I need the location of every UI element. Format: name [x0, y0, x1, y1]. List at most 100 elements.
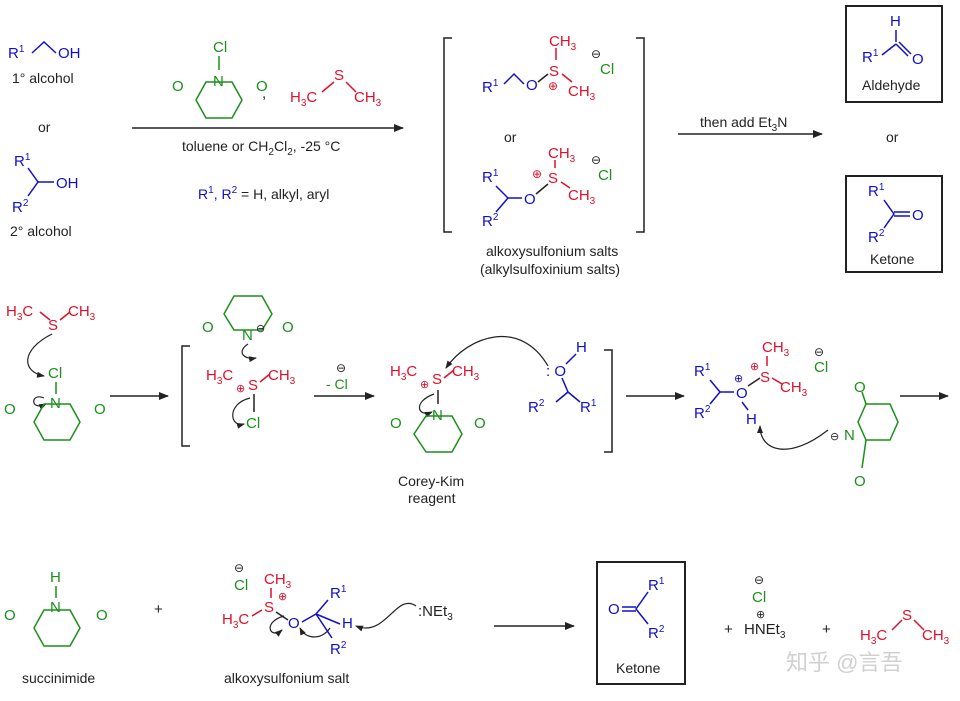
svg-text:H3C: H3C	[206, 367, 233, 387]
corey-kim-label-2: reagent	[408, 490, 456, 506]
svg-text:H: H	[576, 339, 587, 356]
svg-text:+: +	[822, 621, 831, 638]
svg-text:or: or	[504, 129, 517, 145]
svg-text:: O: : O	[546, 363, 566, 380]
svg-text:CH3: CH3	[568, 83, 596, 103]
svg-text:R1: R1	[862, 48, 879, 66]
ncs-reagent: Cl N O O	[172, 39, 268, 119]
chlorosulfonium-intermediate: O O N ⊖ H3C S ⊕ CH3 Cl	[202, 295, 296, 432]
svg-text:H3C: H3C	[390, 363, 417, 383]
svg-text:⊖: ⊖	[591, 153, 601, 167]
svg-text:⊖: ⊖	[830, 431, 839, 443]
svg-text:⊖: ⊖	[234, 561, 244, 575]
svg-text:CH3: CH3	[568, 187, 596, 207]
succinimide-anion: ⊖ N O O	[830, 379, 899, 490]
svg-text:⊕: ⊕	[278, 591, 287, 603]
svg-text:R2: R2	[528, 398, 545, 416]
svg-text:O: O	[474, 415, 486, 432]
step-two-conditions: then add Et3N	[700, 114, 787, 134]
svg-text:⊕: ⊕	[750, 361, 759, 373]
svg-text:O: O	[94, 401, 106, 418]
svg-text:O: O	[524, 191, 536, 208]
svg-text:Cl: Cl	[246, 415, 260, 432]
svg-text:R1: R1	[482, 168, 499, 186]
ketone-label-top: Ketone	[870, 251, 915, 267]
svg-text:Cl: Cl	[752, 589, 766, 606]
intermediate-bracket-right	[604, 349, 613, 453]
svg-text:S: S	[902, 607, 912, 624]
svg-text:O: O	[202, 319, 214, 336]
svg-text:R1: R1	[482, 78, 499, 96]
svg-text:CH3: CH3	[780, 379, 808, 399]
svg-text:R1: R1	[330, 584, 347, 602]
svg-text:Cl: Cl	[213, 39, 227, 56]
salts-label: alkoxysulfonium salts	[486, 243, 618, 259]
svg-text:CH3: CH3	[354, 89, 382, 109]
svg-text:R2: R2	[868, 228, 885, 246]
ketone-product-bottom: O R1 R2 Ketone	[596, 561, 686, 685]
corey-kim-reagent: H3C S ⊕ CH3 N O O	[390, 363, 486, 453]
svg-text:R1: R1	[648, 576, 665, 594]
svg-text:⊕: ⊕	[236, 383, 245, 395]
svg-text:⊕: ⊕	[548, 79, 558, 93]
dimethyl-sulfide: H3C S CH3	[290, 67, 382, 109]
svg-text:H: H	[50, 569, 61, 586]
svg-text:+: +	[154, 601, 163, 618]
svg-text:R2: R2	[12, 198, 29, 216]
svg-text:or: or	[886, 129, 899, 145]
svg-text:CH3: CH3	[762, 339, 790, 359]
svg-text:H3C: H3C	[222, 611, 249, 631]
svg-text:O: O	[282, 319, 294, 336]
svg-text:Cl: Cl	[234, 577, 248, 594]
hydroxyl-label: OH	[58, 45, 81, 62]
oxysulfonium-intermediate: R1 R2 O ⊕ H S ⊕ CH3 CH3 ⊖ Cl	[694, 339, 828, 428]
svg-text:H3C: H3C	[6, 303, 33, 323]
salts-bracket-right	[636, 37, 645, 233]
substituents-text: R1, R2 = H, alkyl, aryl	[198, 185, 329, 202]
svg-text:⊖: ⊖	[814, 345, 824, 359]
svg-text:S: S	[248, 377, 258, 394]
svg-text:S: S	[549, 63, 559, 80]
triethylammonium-chloride: ⊖ Cl ⊕ HNEt3	[744, 573, 786, 641]
svg-text:H: H	[342, 615, 353, 632]
svg-text:R1: R1	[14, 152, 31, 170]
secondary-alcohol-nucleophile: : O H R2 R1	[528, 339, 597, 416]
svg-text:R2: R2	[648, 624, 665, 642]
intermediate-bracket-left	[181, 345, 190, 447]
secondary-alcohol: R1 R2 OH 2° alcohol	[10, 152, 79, 239]
svg-text:CH3: CH3	[549, 33, 577, 53]
ketone-label-bottom: Ketone	[616, 660, 661, 676]
svg-text:HNEt3: HNEt3	[744, 621, 786, 641]
svg-text:⊖: ⊖	[754, 573, 764, 587]
svg-text:O: O	[854, 379, 866, 396]
svg-text:⊕: ⊕	[420, 379, 429, 391]
svg-text:R2: R2	[694, 404, 711, 422]
svg-text:O: O	[96, 607, 108, 624]
aldehyde-product: H R1 O Aldehyde	[845, 5, 943, 103]
svg-text:⊕: ⊕	[532, 167, 542, 181]
svg-text:CH3: CH3	[922, 627, 950, 647]
svg-text:N: N	[242, 327, 253, 344]
svg-text:R1: R1	[580, 398, 597, 416]
svg-text:⊖: ⊖	[256, 323, 265, 335]
svg-text:⊕: ⊕	[734, 373, 743, 385]
svg-text:R2: R2	[482, 212, 499, 230]
svg-text:H3C: H3C	[860, 627, 887, 647]
svg-text:R1: R1	[868, 182, 885, 200]
svg-text:R1: R1	[8, 44, 25, 62]
ketone-product-top: R1 R2 O Ketone	[845, 175, 943, 273]
svg-text:O: O	[526, 77, 538, 94]
svg-text:S: S	[334, 67, 344, 84]
svg-text:Cl: Cl	[48, 365, 62, 382]
svg-text:N: N	[50, 599, 61, 616]
mechanism-step-1: H3C S CH3 Cl N O O	[4, 303, 106, 441]
svg-text:O: O	[854, 473, 866, 490]
svg-text:Cl: Cl	[600, 61, 614, 78]
svg-text:⊖: ⊖	[336, 361, 346, 375]
aldehyde-label: Aldehyde	[862, 77, 921, 93]
succinimide: H N O O	[4, 569, 108, 647]
svg-text:S: S	[548, 170, 558, 187]
svg-text:O: O	[4, 401, 16, 418]
svg-text:O: O	[912, 207, 924, 224]
